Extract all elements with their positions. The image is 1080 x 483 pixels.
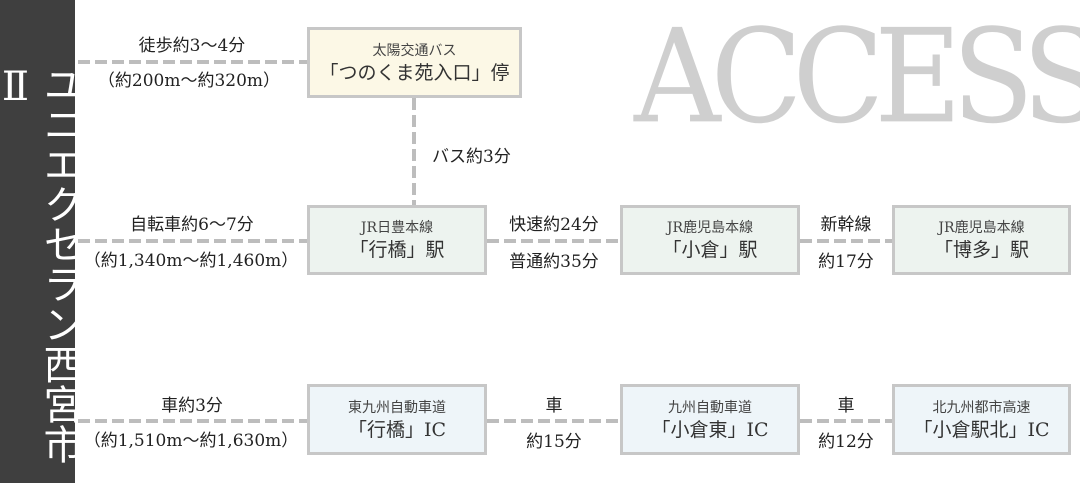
station-box-hakata: JR鹿児島本線 「博多」駅 bbox=[892, 205, 1071, 275]
station-name: 「行橋」駅 bbox=[349, 239, 445, 261]
rail-leg-2-bottom: 約17分 bbox=[818, 252, 874, 272]
ic-name: 「小倉東」IC bbox=[651, 418, 769, 441]
station-line: JR日豊本線 bbox=[360, 220, 434, 236]
ic-name: 「行橋」IC bbox=[347, 418, 447, 441]
property-name: ユニエクセラン西宮市Ⅱ bbox=[0, 64, 83, 464]
road-leg-1-bottom: 約15分 bbox=[526, 432, 582, 452]
bus-stop-box: 太陽交通バス 「つのくま苑入口」停 bbox=[307, 27, 522, 98]
road-leg-1-top: 車 bbox=[545, 396, 563, 416]
rail-leg-1-top: 快速約24分 bbox=[509, 215, 599, 235]
bus-operator: 太陽交通バス bbox=[372, 42, 457, 59]
road-leg-2-bottom: 約12分 bbox=[818, 432, 874, 452]
ic-road: 東九州自動車道 bbox=[348, 399, 446, 416]
station-name: 「博多」駅 bbox=[933, 239, 1029, 261]
access-watermark: ACCESS bbox=[634, 2, 1080, 153]
road-leg-2-top: 車 bbox=[837, 396, 855, 416]
ic-road: 九州自動車道 bbox=[668, 399, 752, 416]
rail-leg-2-top: 新幹線 bbox=[820, 215, 872, 235]
station-box-kokura: JR鹿児島本線 「小倉」駅 bbox=[620, 205, 800, 275]
rail-leg-1-bottom: 普通約35分 bbox=[509, 252, 599, 272]
ic-name: 「小倉駅北」IC bbox=[913, 418, 1050, 441]
station-name: 「小倉」駅 bbox=[662, 239, 758, 261]
ic-box-kokura-higashi: 九州自動車道 「小倉東」IC bbox=[620, 384, 800, 455]
car-distance: （約1,510m～約1,630m） bbox=[83, 431, 299, 451]
bus-ride-time: バス約3分 bbox=[432, 147, 511, 167]
station-line: JR鹿児島本線 bbox=[938, 220, 1025, 236]
walk-distance: （約200m～約320m） bbox=[97, 71, 281, 91]
bike-time: 自転車約6～7分 bbox=[130, 215, 254, 235]
sidebar: ユニエクセラン西宮市Ⅱ bbox=[0, 0, 83, 483]
station-line: JR鹿児島本線 bbox=[666, 220, 754, 236]
ic-box-yukuhashi: 東九州自動車道 「行橋」IC bbox=[307, 384, 487, 455]
bike-distance: （約1,340m～約1,460m） bbox=[83, 251, 299, 271]
bus-stop-name: 「つのくま苑入口」停 bbox=[319, 61, 510, 84]
ic-box-kokura-ekikita: 北九州都市高速 「小倉駅北」IC bbox=[892, 384, 1071, 455]
walk-time: 徒歩約3～4分 bbox=[138, 36, 246, 56]
ic-road: 北九州都市高速 bbox=[932, 399, 1031, 416]
car-time: 車約3分 bbox=[161, 396, 223, 416]
station-box-yukuhashi: JR日豊本線 「行橋」駅 bbox=[307, 205, 487, 275]
